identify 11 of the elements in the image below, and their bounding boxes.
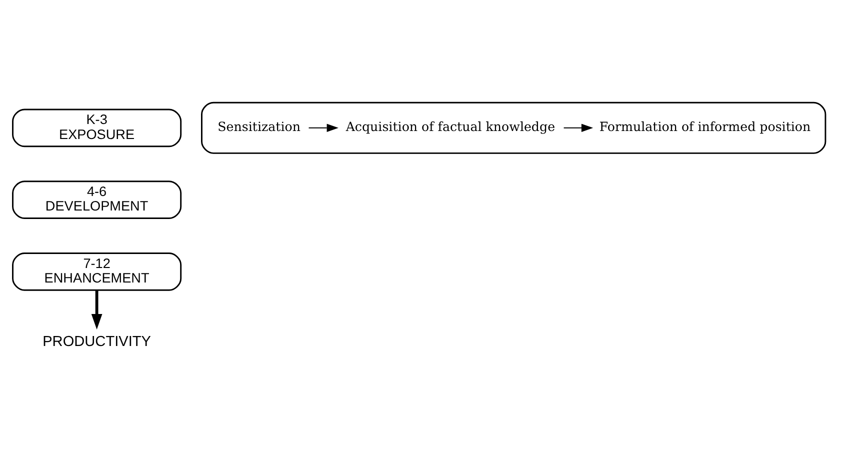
node-box: K-3 EXPOSURE (12, 108, 182, 148)
node-text: Formulation of informed position (599, 119, 811, 134)
node-text: Sensitization (218, 119, 300, 134)
arrow (91, 290, 102, 330)
cluster (201, 102, 826, 154)
node-text: PRODUCTIVITY (42, 334, 152, 350)
arrow (563, 124, 594, 132)
arrow (308, 124, 338, 132)
node-box: 4-6 DEVELOPMENT (12, 180, 182, 219)
node-text: Acquisition of factual knowledge (346, 119, 556, 134)
node-box: 7-12 ENHANCEMENT (12, 252, 182, 291)
